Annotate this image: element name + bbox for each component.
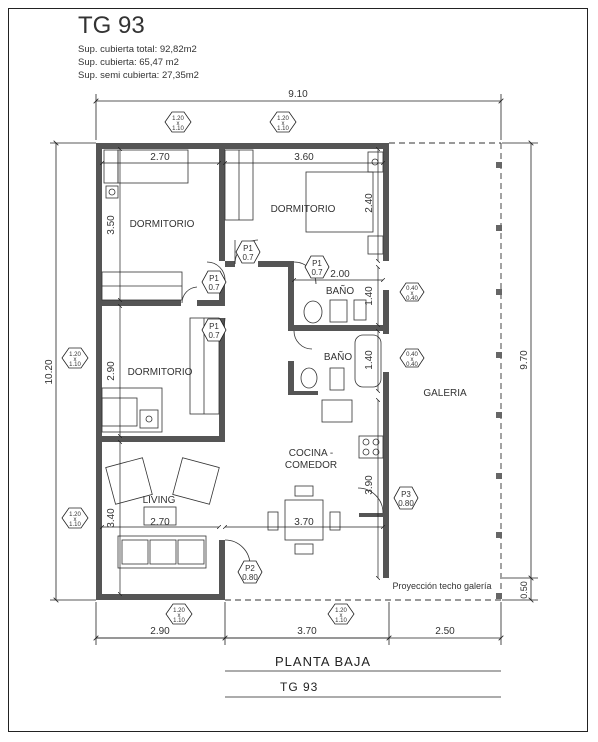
sup-total: Sup. cubierta total: 92,82m2 <box>78 44 197 55</box>
door-tag-d-name: P1 <box>312 259 322 268</box>
door-tag-a-width: 0.7 <box>242 253 254 262</box>
win-tag-top-b-bot: 1.10 <box>277 126 289 132</box>
room-living: LIVING <box>143 495 176 506</box>
room-comedor: COMEDOR <box>285 460 337 471</box>
room-dormitorio-2: DORMITORIO <box>271 204 336 215</box>
galeria-outline <box>225 142 502 601</box>
dim-bottom-1: 2.90 <box>150 626 170 637</box>
dim-370: 3.70 <box>294 517 314 528</box>
dim-340: 3.40 <box>106 508 117 528</box>
labels: 9.10 10.20 9.70 0.50 2.90 3.70 2.50 2.70… <box>44 89 530 637</box>
win-tag-bath-b-bot: 0.40 <box>406 362 418 368</box>
door-tag-p3-width: 0.80 <box>398 499 414 508</box>
room-bano-2: BAÑO <box>324 350 353 363</box>
win-tag-top-a-x: x <box>177 121 180 127</box>
dim-bottom-2: 3.70 <box>297 626 317 637</box>
win-tag-bot-a-top: 1.20 <box>173 608 185 614</box>
win-tag-bot-a-x: x <box>178 613 181 619</box>
room-cocina: COCINA - <box>289 448 333 459</box>
win-tag-top-b-x: x <box>282 121 285 127</box>
footer-rules <box>225 670 501 698</box>
win-tag-left-b-x: x <box>74 517 77 523</box>
door-tag-p2-name: P2 <box>245 564 255 573</box>
plan-code: TG 93 <box>280 680 319 694</box>
galeria-columns <box>496 162 502 599</box>
win-tag-bot-a-bot: 1.10 <box>173 618 185 624</box>
win-tag-bath-a-bot: 0.40 <box>406 296 418 302</box>
win-tag-bath-b-top: 0.40 <box>406 352 418 358</box>
room-dormitorio-3: DORMITORIO <box>128 367 193 378</box>
walls <box>96 143 389 600</box>
dimension-lines <box>50 94 538 645</box>
room-galeria: GALERIA <box>423 388 467 399</box>
dim-140b: 1.40 <box>364 350 375 370</box>
dim-right-height: 9.70 <box>519 350 530 370</box>
room-dormitorio-1: DORMITORIO <box>130 219 195 230</box>
roof-projection-note: Proyección techo galería <box>392 581 491 591</box>
door-tag-c-name: P1 <box>209 322 219 331</box>
win-tag-bath-a-x: x <box>411 291 414 297</box>
door-tag-p2-width: 0.80 <box>242 573 258 582</box>
win-tag-top-b-top: 1.20 <box>277 116 289 122</box>
dim-290: 2.90 <box>106 361 117 381</box>
door-tag-p3-name: P3 <box>401 490 411 499</box>
dim-270b: 2.70 <box>150 517 170 528</box>
win-tag-top-a-bot: 1.10 <box>172 126 184 132</box>
interior-dimensions <box>102 149 383 594</box>
door-tag-b-width: 0.7 <box>208 283 220 292</box>
door-tags <box>201 240 419 584</box>
win-tag-left-a-bot: 1.10 <box>69 362 81 368</box>
dim-240: 2.40 <box>364 193 375 213</box>
door-tag-b-name: P1 <box>209 274 219 283</box>
dim-bottom-3: 2.50 <box>435 626 455 637</box>
sup-semi-cubierta: Sup. semi cubierta: 27,35m2 <box>78 70 199 81</box>
dim-270a: 2.70 <box>150 152 170 163</box>
sheet-frame <box>8 8 588 732</box>
room-bano-1: BAÑO <box>326 284 355 297</box>
window-tags <box>61 111 425 625</box>
win-tag-left-a-x: x <box>74 357 77 363</box>
win-tag-left-b-top: 1.20 <box>69 512 81 518</box>
dim-total-height: 10.20 <box>44 359 55 384</box>
plan-label: PLANTA BAJA <box>275 654 372 669</box>
win-tag-bath-a-top: 0.40 <box>406 286 418 292</box>
sup-cubierta: Sup. cubierta: 65,47 m2 <box>78 57 179 68</box>
dim-140a: 1.40 <box>364 286 375 306</box>
dim-galeria-depth: 0.50 <box>519 581 529 599</box>
win-tag-bot-b-x: x <box>340 613 343 619</box>
win-tag-left-b-bot: 1.10 <box>69 522 81 528</box>
door-tag-d-width: 0.7 <box>311 268 323 277</box>
win-tag-top-a-top: 1.20 <box>172 116 184 122</box>
dim-350: 3.50 <box>106 215 117 235</box>
win-tag-bath-b-x: x <box>411 357 414 363</box>
dim-360: 3.60 <box>294 152 314 163</box>
dim-390: 3.90 <box>364 475 375 495</box>
door-tag-a-name: P1 <box>243 244 253 253</box>
door-tag-c-width: 0.7 <box>208 331 220 340</box>
win-tag-bot-b-top: 1.20 <box>335 608 347 614</box>
dim-200: 2.00 <box>330 269 350 280</box>
plan-title: TG 93 <box>78 12 145 39</box>
win-tag-bot-b-bot: 1.10 <box>335 618 347 624</box>
win-tag-left-a-top: 1.20 <box>69 352 81 358</box>
dim-total-width: 9.10 <box>288 89 308 100</box>
